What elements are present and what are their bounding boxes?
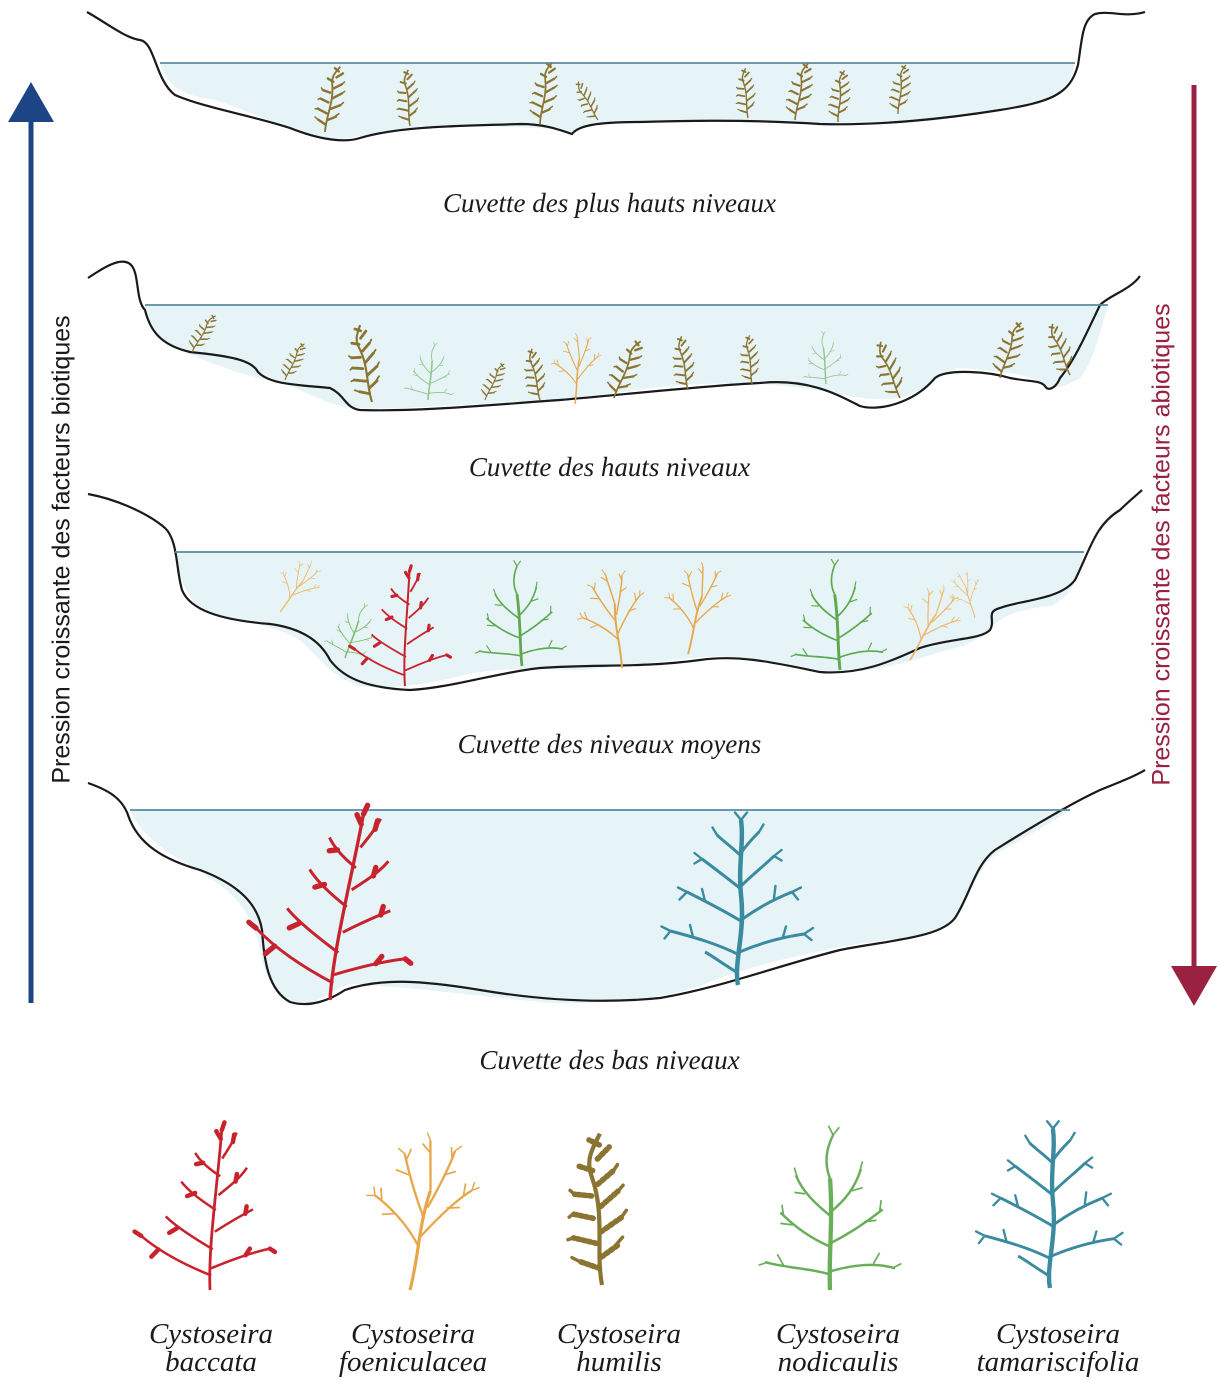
abiotic-arrow [1171,85,1217,1006]
pool-4-water [130,810,1070,1004]
legend-genus: Cystoseira [101,1320,321,1348]
legend-item-foeniculacea: Cystoseira foeniculacea [303,1320,523,1376]
legend-genus: Cystoseira [728,1320,948,1348]
pool-middle-levels [88,490,1142,697]
legend-species: baccata [101,1348,321,1376]
pool-3-label: Cuvette des niveaux moyens [0,729,1219,760]
legend-icon-foeniculacea [351,1124,487,1299]
pool-1-water [160,63,1075,140]
legend-icon-baccata [116,1118,280,1303]
pool-1-label: Cuvette des plus hauts niveaux [0,188,1219,219]
legend-icon-tamariscifolia [976,1121,1122,1288]
legend-icons [116,1118,1122,1303]
legend-species: nodicaulis [728,1348,948,1376]
pool-2-label: Cuvette des hauts niveaux [0,452,1219,483]
legend-item-humilis: Cystoseira humilis [509,1320,729,1376]
legend-species: humilis [509,1348,729,1376]
pool-low-levels [88,770,1145,1008]
legend-icon-nodicaulis [759,1126,902,1290]
pool-3-water [175,552,1084,688]
legend-icon-humilis [561,1132,632,1287]
legend-item-tamariscifolia: Cystoseira tamariscifolia [948,1320,1168,1376]
legend-genus: Cystoseira [303,1320,523,1348]
legend-species: foeniculacea [303,1348,523,1376]
pool-high-levels [88,262,1140,411]
pool-highest-levels [87,12,1145,140]
legend-item-baccata: Cystoseira baccata [101,1320,321,1376]
pool-4-label: Cuvette des bas niveaux [0,1045,1219,1076]
legend-genus: Cystoseira [948,1320,1168,1348]
legend-item-nodicaulis: Cystoseira nodicaulis [728,1320,948,1376]
biotic-axis-label: Pression croissante des facteurs biotiqu… [48,250,77,850]
abiotic-axis-label: Pression croissante des facteurs abiotiq… [1148,245,1177,845]
legend-species: tamariscifolia [948,1348,1168,1376]
legend-genus: Cystoseira [509,1320,729,1348]
